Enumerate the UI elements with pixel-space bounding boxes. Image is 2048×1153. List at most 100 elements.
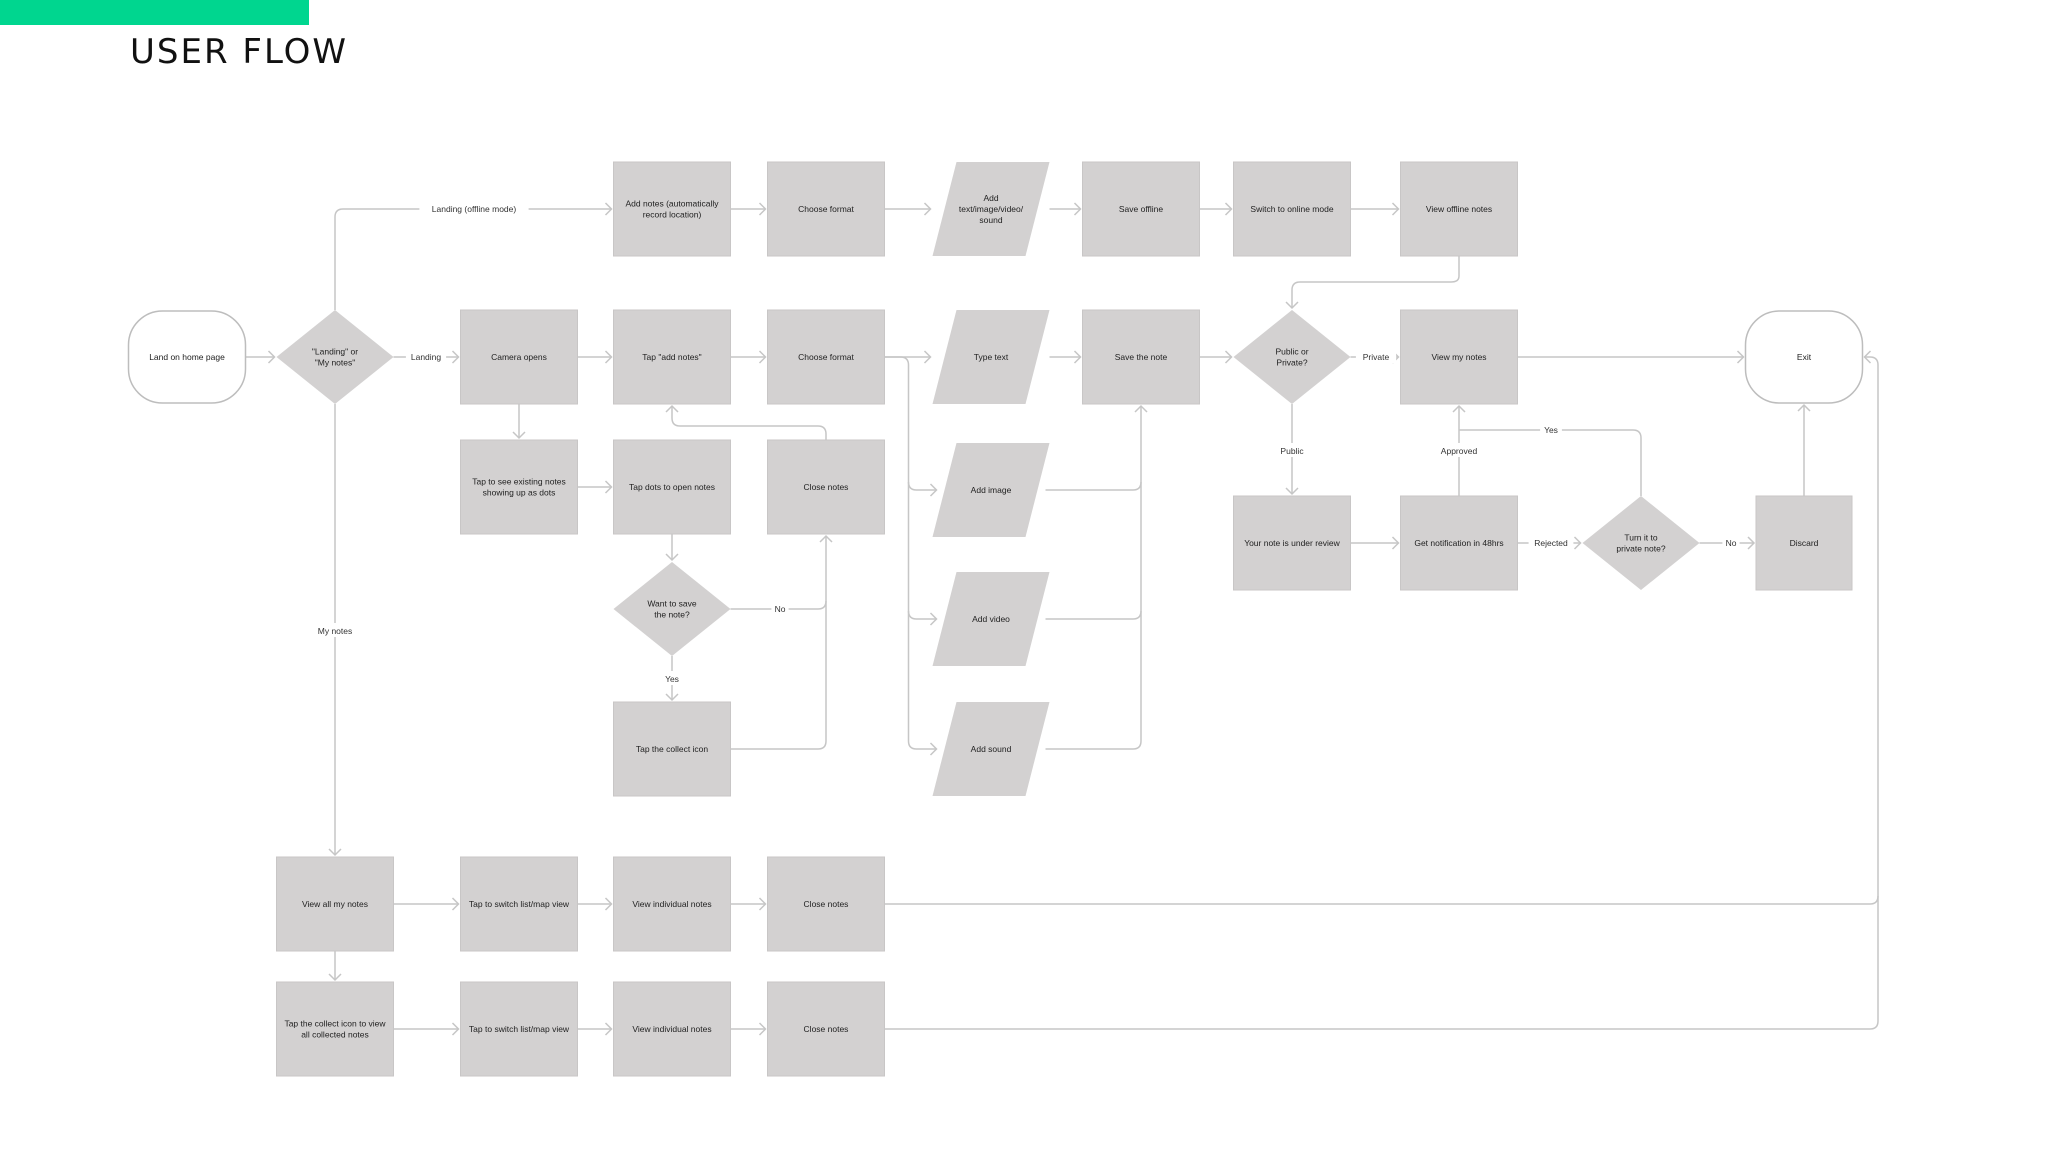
process-shape xyxy=(767,439,885,535)
node-view-all-my-notes-label: View all my notes xyxy=(302,899,368,909)
node-close-notes-2-label: Close notes xyxy=(804,1024,849,1034)
arrowhead xyxy=(604,1022,613,1036)
arrowhead xyxy=(512,431,526,440)
node-tap-switch-view-1: Tap to switch list/map view xyxy=(460,856,578,952)
edge-merge-add_sound xyxy=(1045,740,1142,750)
arrowhead xyxy=(1736,350,1745,364)
arrowhead xyxy=(1073,350,1082,364)
arrowhead xyxy=(1224,350,1233,364)
label-public: Public xyxy=(1280,446,1304,456)
node-choose-format: Choose format xyxy=(767,309,885,405)
node-type-text: Type text xyxy=(932,310,1050,404)
node-close-notes-top-label: Close notes xyxy=(804,482,849,492)
node-decision-want-save-label: the note? xyxy=(654,610,690,620)
edge-branch-add_image xyxy=(907,481,937,491)
label-my-notes-bg xyxy=(312,623,358,637)
label-landing-bg xyxy=(405,349,447,363)
process-shape xyxy=(276,856,394,952)
node-type-text-label: Type text xyxy=(974,352,1009,362)
decision-shape xyxy=(1233,310,1351,404)
node-add-video: Add video xyxy=(932,572,1050,666)
process-shape xyxy=(613,309,731,405)
decision-shape xyxy=(613,562,731,656)
arrowhead xyxy=(604,350,613,364)
label-no-save-bg xyxy=(771,601,789,615)
process-shape xyxy=(767,856,885,952)
node-get-notification: Get notification in 48hrs xyxy=(1400,495,1518,591)
node-view-individual-1: View individual notes xyxy=(613,856,731,952)
node-close-notes-1: Close notes xyxy=(767,856,885,952)
terminal-shape xyxy=(127,310,247,404)
node-camera-opens-label: Camera opens xyxy=(491,352,547,362)
node-choose-format-label: Choose format xyxy=(798,352,854,362)
arrowhead xyxy=(328,848,342,857)
arrowhead xyxy=(758,897,767,911)
arrowhead xyxy=(1573,536,1582,550)
arrowhead xyxy=(1073,202,1082,216)
process-shape xyxy=(1400,161,1518,257)
node-tap-collect-icon-label: Tap the collect icon xyxy=(636,744,709,754)
arrowhead xyxy=(929,742,938,756)
node-add-sound: Add sound xyxy=(932,702,1050,796)
arrowhead xyxy=(929,612,938,626)
edge-close-tapadd xyxy=(671,406,827,440)
decision-shape xyxy=(276,310,394,404)
process-shape xyxy=(1233,495,1351,591)
node-add-image-label: Add image xyxy=(971,485,1012,495)
node-exit-label: Exit xyxy=(1797,352,1812,362)
process-shape xyxy=(767,309,885,405)
node-tap-switch-view-1-label: Tap to switch list/map view xyxy=(469,899,570,909)
process-shape xyxy=(460,309,578,405)
edges xyxy=(245,202,1879,1036)
node-switch-online: Switch to online mode xyxy=(1233,161,1351,257)
node-tap-dots-open: Tap dots to open notes xyxy=(613,439,731,535)
arrowhead xyxy=(328,973,342,982)
edge-merge-add_video xyxy=(1045,610,1142,620)
node-tap-dots-open-label: Tap dots to open notes xyxy=(629,482,715,492)
node-discard: Discard xyxy=(1755,495,1853,591)
arrowhead xyxy=(1134,404,1148,413)
arrowhead xyxy=(1391,536,1400,550)
edge-choose-branch xyxy=(884,356,937,750)
node-decision-turn-private-label: private note? xyxy=(1616,544,1665,554)
arrowhead xyxy=(604,202,613,216)
node-tap-add-notes: Tap "add notes" xyxy=(613,309,731,405)
nodes: Land on home page"Landing" or"My notes"A… xyxy=(127,161,1864,1077)
node-view-individual-2-label: View individual notes xyxy=(632,1024,711,1034)
edge-wantsave-no xyxy=(730,600,827,610)
io-shape xyxy=(932,443,1050,537)
label-yes-save-bg xyxy=(661,671,683,685)
edge-merge-add_image xyxy=(1045,481,1142,491)
label-public-bg xyxy=(1274,443,1310,457)
edge-turnprivate-yes xyxy=(1459,429,1642,496)
node-tap-see-existing-label: Tap to see existing notes xyxy=(472,477,566,487)
label-private: Private xyxy=(1363,352,1390,362)
arrowhead xyxy=(1863,350,1872,364)
arrowhead xyxy=(1391,202,1400,216)
node-under-review-label: Your note is under review xyxy=(1244,538,1340,548)
node-decision-landing: "Landing" or"My notes" xyxy=(276,310,394,404)
process-shape xyxy=(613,981,731,1077)
edge-close1-exit xyxy=(884,895,1879,905)
arrowhead xyxy=(758,350,767,364)
io-shape xyxy=(932,572,1050,666)
label-yes-turn-bg xyxy=(1540,422,1562,436)
edge-offline-to-decision xyxy=(1291,256,1460,308)
process-shape xyxy=(1082,309,1200,405)
node-under-review: Your note is under review xyxy=(1233,495,1351,591)
node-tap-switch-view-2: Tap to switch list/map view xyxy=(460,981,578,1077)
label-yes-save: Yes xyxy=(665,674,679,684)
node-switch-online-label: Switch to online mode xyxy=(1250,204,1333,214)
label-no-save: No xyxy=(775,604,786,614)
arrowhead xyxy=(1797,403,1811,412)
arrowhead xyxy=(604,897,613,911)
node-discard-label: Discard xyxy=(1790,538,1819,548)
node-save-note-label: Save the note xyxy=(1115,352,1168,362)
label-approved-bg xyxy=(1436,443,1482,457)
node-tap-collect-icon: Tap the collect icon xyxy=(613,701,731,797)
edge-collect-close xyxy=(730,536,827,750)
